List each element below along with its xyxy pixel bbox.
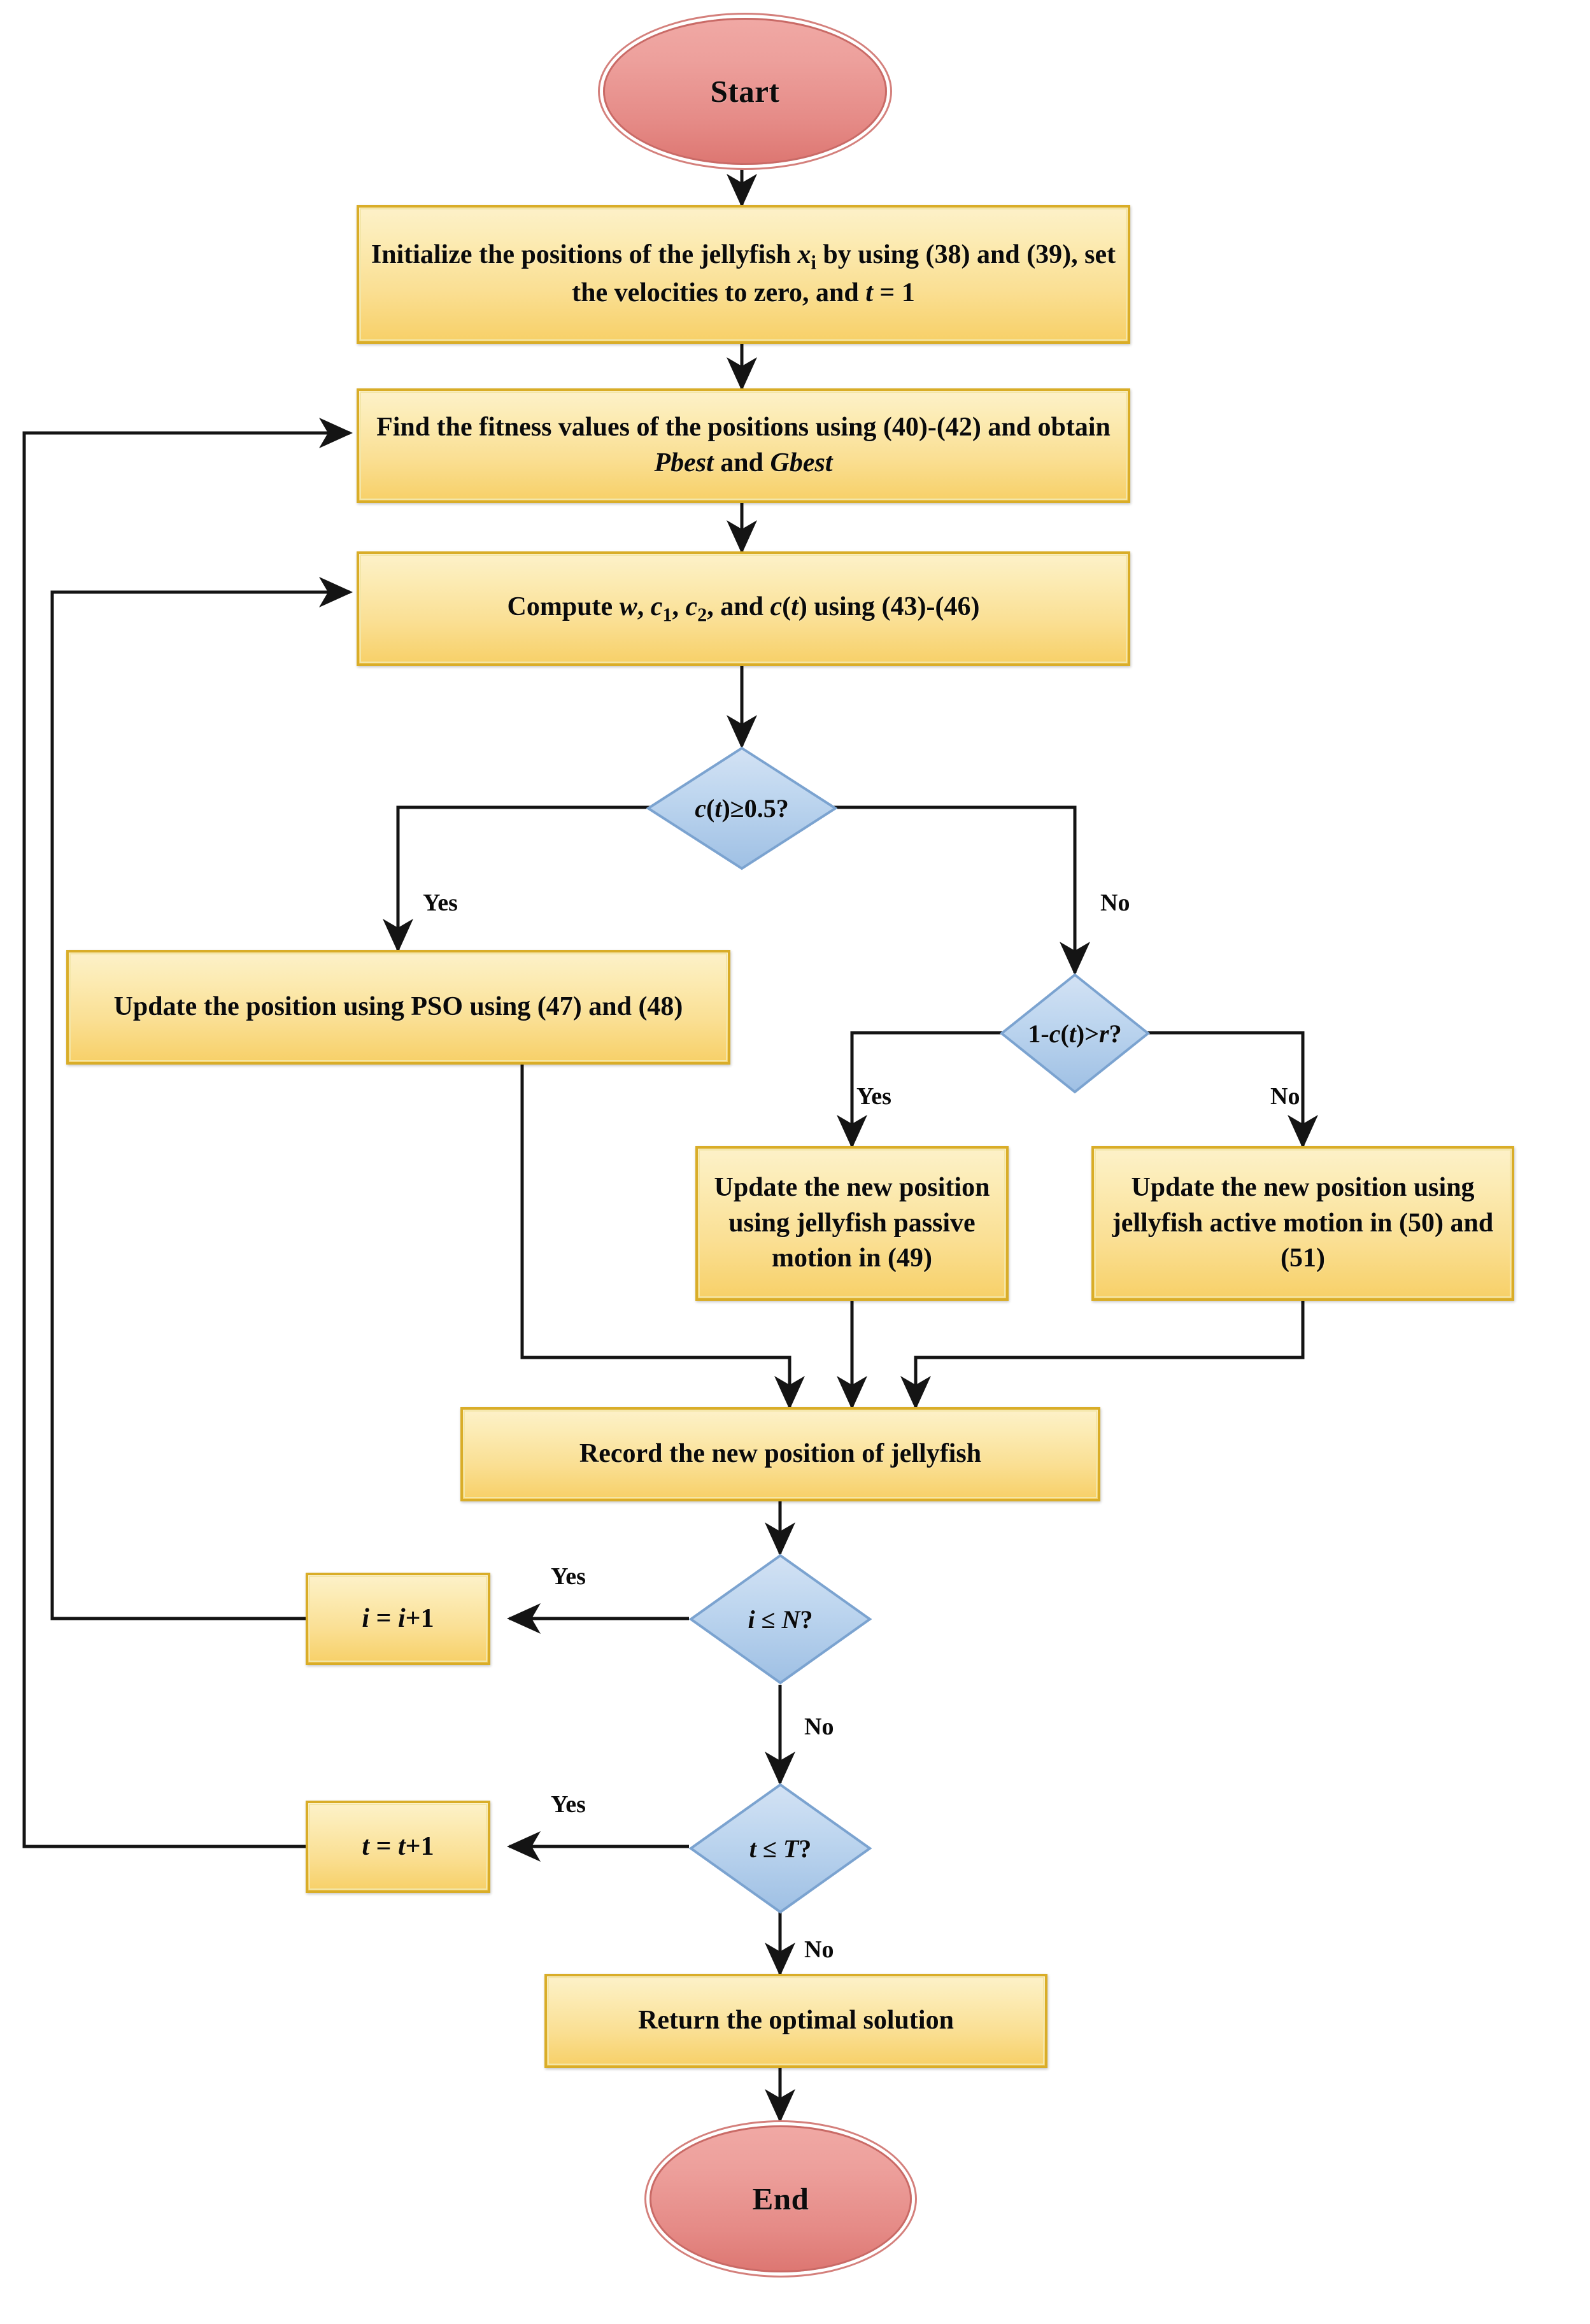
node-end-label: End <box>752 2181 809 2216</box>
diamond-shape <box>646 746 837 870</box>
node-return-label: Return the optimal solution <box>638 2006 954 2036</box>
edge-label-ct-yes: Yes <box>423 889 458 916</box>
node-decision-t-label: t ≤ T? <box>749 1834 812 1863</box>
node-start[interactable]: Start <box>603 18 887 165</box>
edge-label-ct-no: No <box>1100 889 1130 916</box>
node-inc-t[interactable]: t = t+1 <box>306 1801 490 1893</box>
node-decision-r-label: 1-c(t)>r? <box>1028 1019 1122 1048</box>
node-passive-label: Update the new position using jellyfish … <box>714 1172 990 1273</box>
node-compute-label: Compute w, c1, c2, and c(t) using (43)-(… <box>507 592 980 626</box>
edge-label-i-yes: Yes <box>551 1563 586 1590</box>
node-return[interactable]: Return the optimal solution <box>544 1974 1047 2068</box>
node-initialize-label: Initialize the positions of the jellyfis… <box>371 240 1116 308</box>
edge-label-r-yes: Yes <box>856 1083 891 1110</box>
node-active[interactable]: Update the new position using jellyfish … <box>1091 1146 1514 1301</box>
node-inc-t-label: t = t+1 <box>362 1831 434 1861</box>
node-decision-r[interactable]: 1-c(t)>r? <box>1000 973 1150 1094</box>
node-record[interactable]: Record the new position of jellyfish <box>460 1407 1100 1501</box>
node-pso[interactable]: Update the position using PSO using (47)… <box>66 950 730 1065</box>
node-fitness[interactable]: Find the fitness values of the positions… <box>357 388 1130 503</box>
node-end[interactable]: End <box>649 2125 912 2272</box>
node-inc-i-label: i = i+1 <box>362 1603 434 1633</box>
node-passive[interactable]: Update the new position using jellyfish … <box>695 1146 1009 1301</box>
node-decision-ct-label: c(t)≥0.5? <box>695 794 789 823</box>
edge-label-r-no: No <box>1270 1083 1300 1110</box>
diamond-shape <box>689 1554 872 1685</box>
node-record-label: Record the new position of jellyfish <box>579 1439 982 1469</box>
node-start-label: Start <box>710 74 780 109</box>
node-pso-label: Update the position using PSO using (47)… <box>113 992 683 1022</box>
node-inc-i[interactable]: i = i+1 <box>306 1573 490 1665</box>
node-initialize[interactable]: Initialize the positions of the jellyfis… <box>357 205 1130 344</box>
node-decision-i[interactable]: i ≤ N? <box>689 1554 872 1685</box>
node-compute[interactable]: Compute w, c1, c2, and c(t) using (43)-(… <box>357 551 1130 666</box>
edge-label-t-no: No <box>804 1936 834 1963</box>
edge-label-t-yes: Yes <box>551 1791 586 1818</box>
node-decision-i-label: i ≤ N? <box>748 1605 813 1634</box>
edge-label-i-no: No <box>804 1713 834 1740</box>
node-active-label: Update the new position using jellyfish … <box>1112 1172 1494 1273</box>
diamond-shape <box>1000 973 1150 1094</box>
node-fitness-label: Find the fitness values of the positions… <box>376 413 1111 478</box>
node-decision-ct[interactable]: c(t)≥0.5? <box>646 746 837 870</box>
node-decision-t[interactable]: t ≤ T? <box>689 1783 872 1914</box>
